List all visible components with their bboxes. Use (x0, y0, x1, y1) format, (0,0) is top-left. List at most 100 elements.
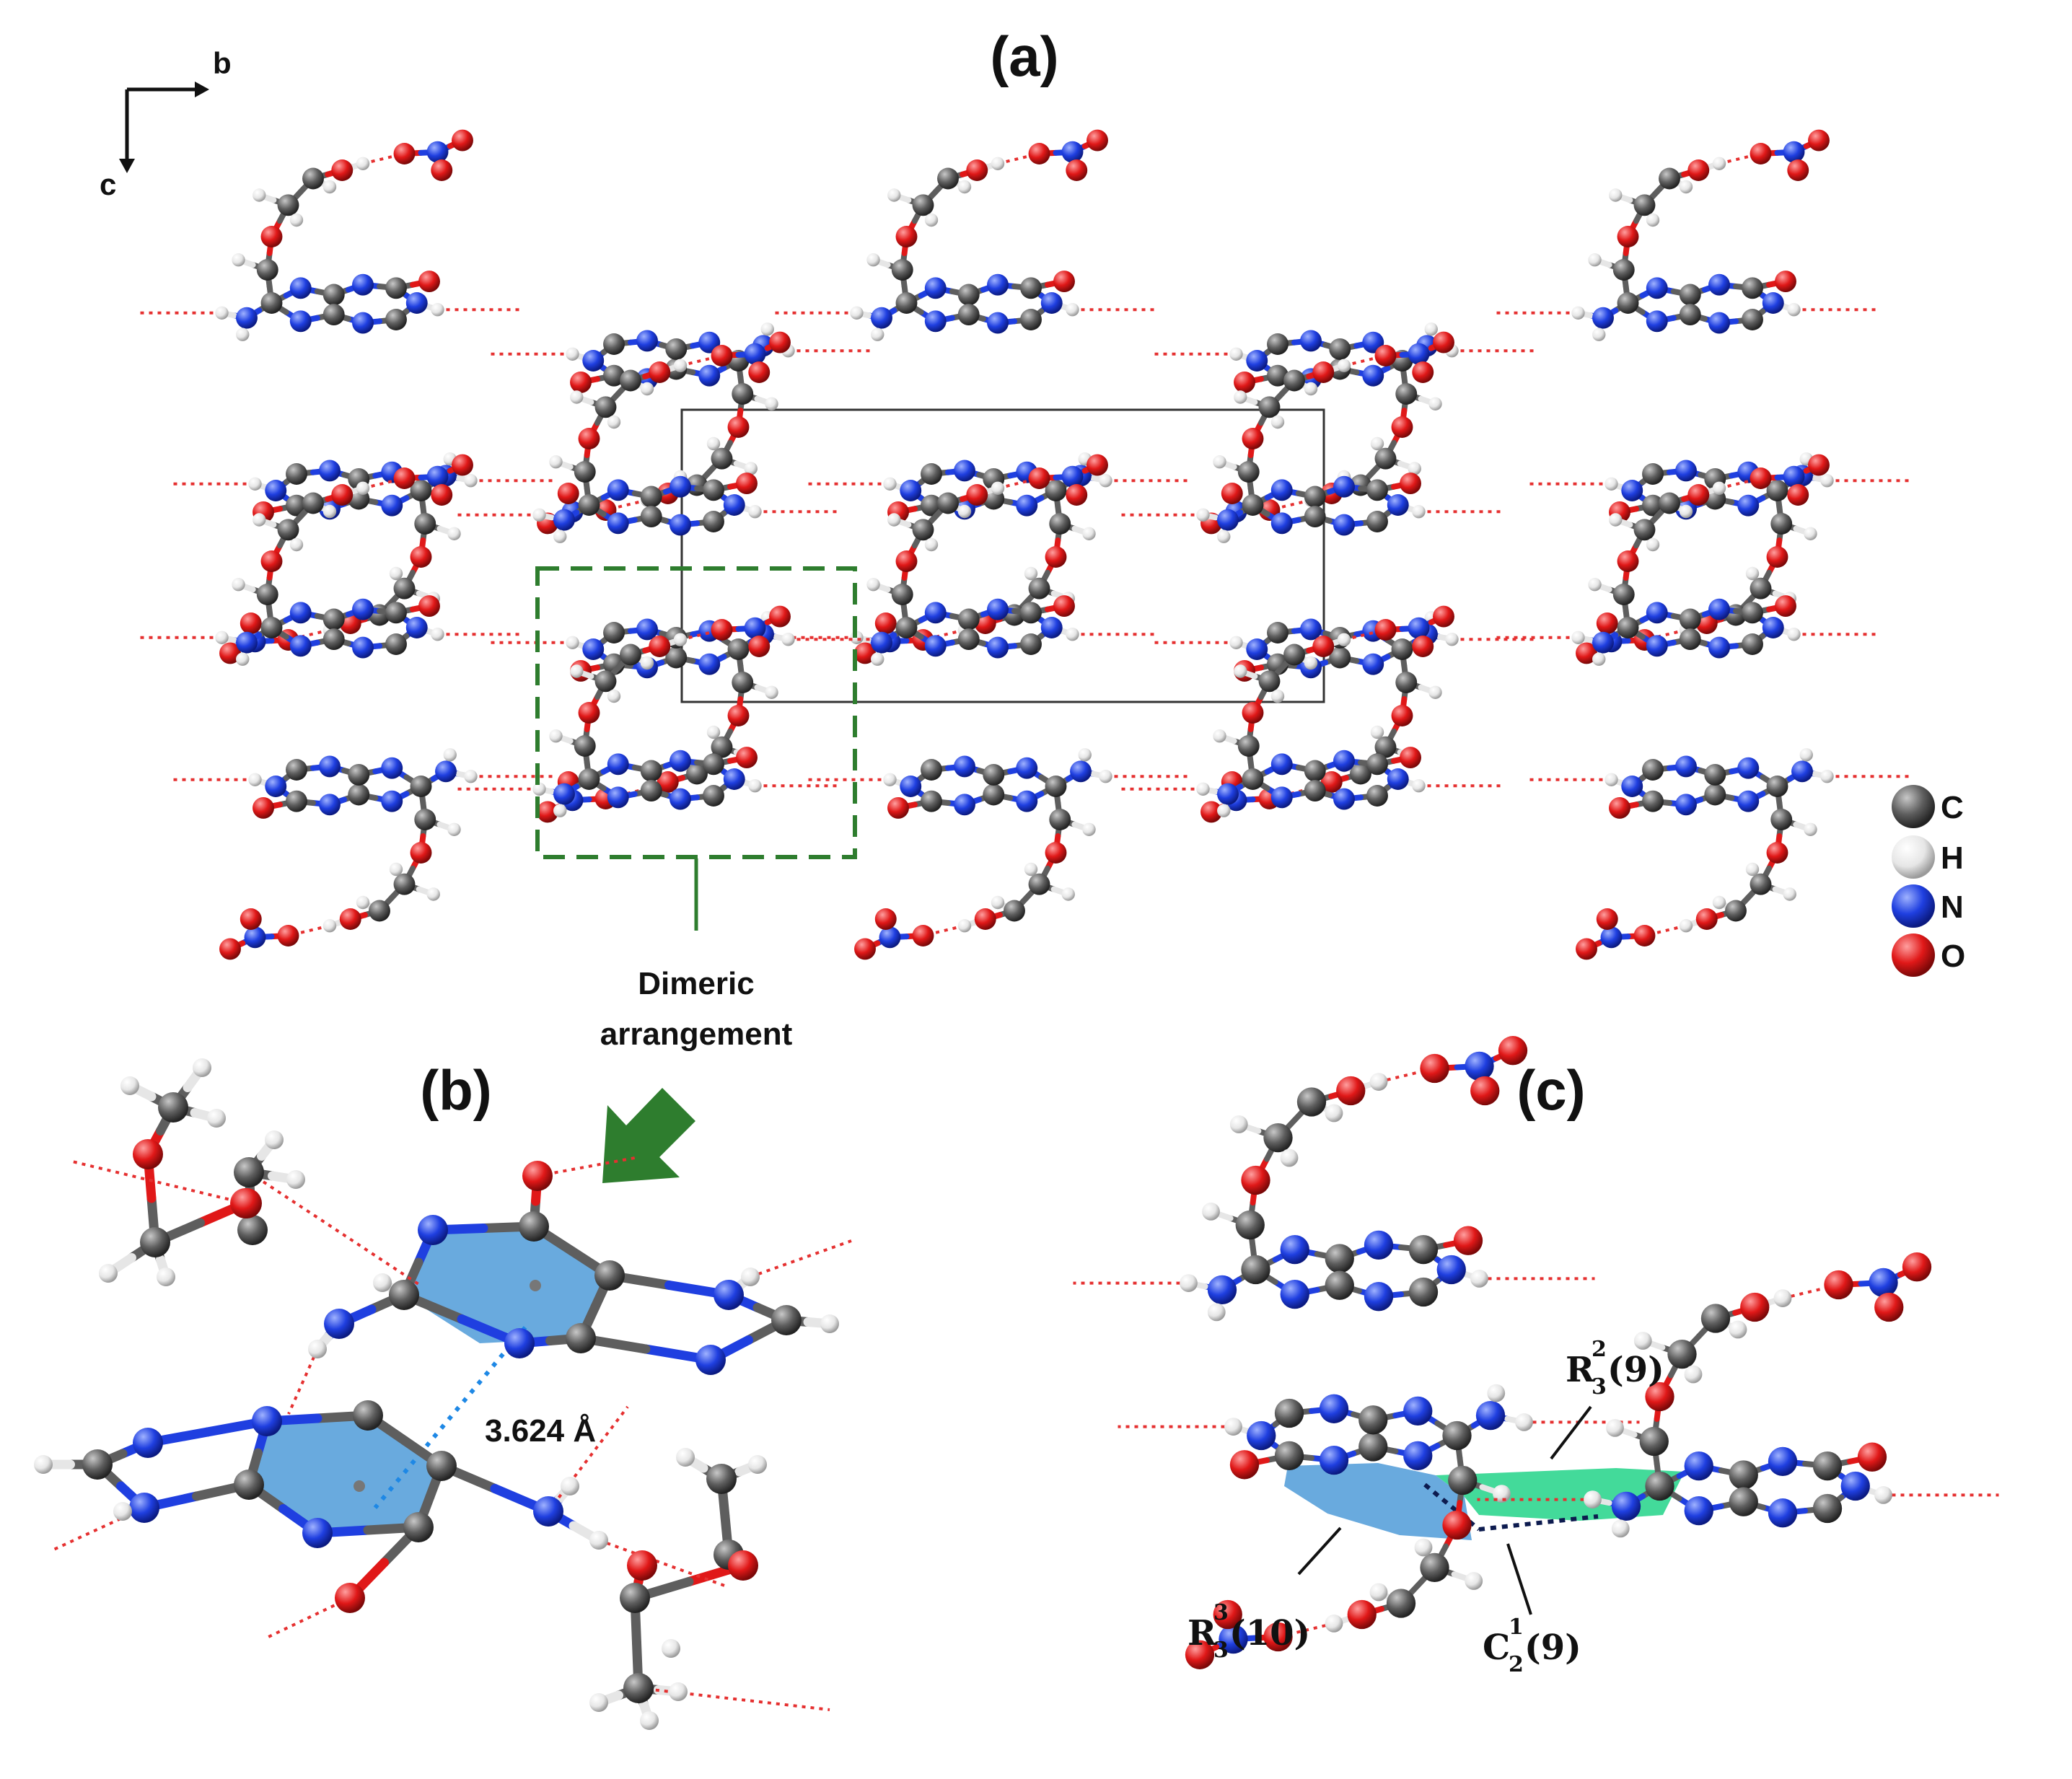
atom-h (1729, 1320, 1747, 1339)
atom-c (234, 1157, 264, 1187)
atom-c (286, 790, 307, 812)
atom-c (620, 1583, 650, 1613)
atom-h (640, 656, 654, 670)
atom-n (289, 602, 312, 624)
atom-n (236, 307, 258, 329)
atom-h (426, 887, 440, 901)
atom-h (957, 504, 972, 519)
atom-n (900, 480, 922, 501)
atom-c (1366, 753, 1388, 776)
atom-n (1708, 598, 1730, 620)
atom-c (1274, 1398, 1304, 1428)
atom-h (883, 773, 897, 787)
atom-c (256, 259, 278, 281)
atom-c (82, 1449, 113, 1480)
atom-h (322, 919, 337, 933)
molecule-6 (770, 454, 1159, 666)
atom-c (937, 492, 959, 514)
atom-c (1283, 369, 1305, 392)
atom-c (1642, 494, 1664, 517)
atom-c (1267, 622, 1289, 643)
atom-n (670, 750, 691, 772)
atom-h (1609, 513, 1623, 527)
atom-c (260, 292, 283, 314)
atom-c (1045, 480, 1067, 501)
crystal-packing (135, 129, 1914, 960)
atom-c (1263, 1123, 1293, 1153)
atom-n (954, 794, 975, 816)
atom-n (636, 330, 658, 352)
atom-c (1386, 1589, 1416, 1618)
atom-h (1605, 477, 1618, 491)
atom-o (769, 605, 791, 628)
atom-c (1679, 284, 1701, 306)
atom-c (1770, 513, 1793, 535)
hydrogen-bond (266, 1596, 351, 1639)
molecule-2 (135, 454, 524, 666)
hydrogen-bond (750, 1239, 852, 1278)
graph-set-r2-9: R 2 3 (9) (1566, 1337, 1664, 1400)
atom-c (921, 463, 942, 485)
atom-o (1617, 550, 1639, 572)
atom-c (1448, 1465, 1478, 1495)
atom-o (1576, 938, 1597, 960)
atom-h (1684, 1365, 1703, 1384)
graph-set-c2-9-sub: 2 (1509, 1652, 1524, 1677)
atom-h (289, 213, 304, 227)
atom-n (582, 350, 605, 372)
atom-o (557, 483, 579, 504)
atom-c (389, 1280, 419, 1310)
atom-h (1465, 1572, 1483, 1590)
atom-o (1775, 595, 1796, 618)
atom-h (781, 633, 795, 646)
atom-c (1408, 1277, 1439, 1307)
atom-c (665, 646, 688, 669)
panel-a: (a) b c Dimeric arrangement C H N O (100, 25, 1965, 1052)
atom-n (1061, 465, 1084, 488)
atom-c (603, 622, 625, 643)
atom-h (1584, 1490, 1602, 1509)
atom-o (711, 619, 733, 641)
atom-c (322, 608, 345, 631)
atom-n (405, 292, 428, 314)
atom-c (403, 1512, 434, 1542)
atom-c (703, 785, 724, 807)
atom-h (1588, 578, 1602, 592)
atom-h (1099, 474, 1112, 488)
atom-n (1217, 783, 1239, 805)
atom-h (1224, 1418, 1242, 1436)
legend-c-ball (1892, 785, 1935, 828)
atom-o (649, 361, 671, 383)
atom-n (1040, 617, 1063, 638)
atom-h (706, 725, 721, 739)
atom-o (410, 842, 432, 864)
atom-o (219, 938, 241, 960)
atom-h (570, 664, 584, 678)
atom-o (1045, 842, 1067, 864)
atom-h (549, 455, 563, 469)
atom-h (1609, 188, 1623, 202)
atom-o (1045, 546, 1067, 568)
atom-n (1246, 350, 1268, 372)
atom-h (1571, 306, 1585, 320)
atom-n (695, 1345, 726, 1375)
atom-n (1465, 1051, 1494, 1081)
atom-n (265, 776, 287, 797)
atom-c (1237, 735, 1260, 757)
atom-o (418, 271, 440, 293)
atom-c (1267, 333, 1289, 355)
graph-set-r2-9-sub: 3 (1592, 1374, 1607, 1400)
atom-h (607, 689, 621, 703)
atom-n (324, 1309, 354, 1339)
molecule-7 (803, 748, 1193, 960)
atom-c (1366, 511, 1388, 532)
atom-c (1329, 338, 1351, 360)
atom-n (1646, 602, 1668, 624)
atom-c (1742, 277, 1763, 299)
atom-h (322, 504, 337, 519)
axis-c-arrowhead (119, 159, 135, 173)
atom-c (322, 304, 345, 326)
atom-h (1370, 725, 1384, 739)
atom-h (1712, 481, 1726, 495)
atom-h (1445, 633, 1459, 646)
